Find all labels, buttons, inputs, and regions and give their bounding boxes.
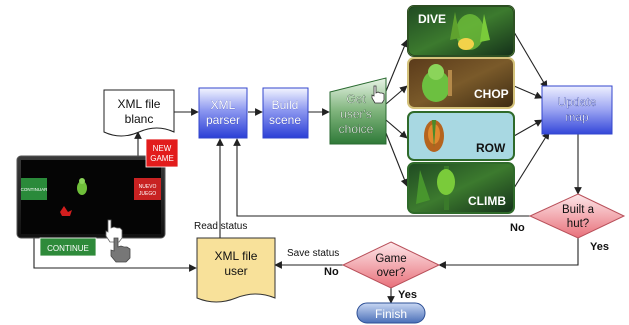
- update-map-line1: Update: [558, 95, 597, 109]
- node-game-over: Game over?: [341, 241, 441, 289]
- edge-climb-to-update: [513, 131, 550, 189]
- xml-parser-line2: parser: [206, 113, 240, 127]
- game-character-icon: [77, 178, 87, 195]
- row-label: ROW: [476, 141, 506, 155]
- built-hut-line1: Built a: [562, 204, 595, 216]
- action-tile-chop: CHOP: [407, 57, 515, 109]
- edge-choice-to-chop: [385, 85, 408, 105]
- edge-choice-to-dive: [383, 39, 408, 97]
- edges: [33, 31, 582, 304]
- hand-cursor-icon: [371, 85, 385, 104]
- label-hut-yes: Yes: [590, 241, 609, 253]
- get-choice-line1: Get: [346, 92, 366, 106]
- build-scene-line2: scene: [269, 113, 301, 127]
- dive-character-icon: [450, 12, 490, 50]
- label-read-status: Read status: [194, 221, 247, 232]
- label-save-status: Save status: [287, 248, 339, 259]
- action-tile-row: ROW: [407, 111, 515, 161]
- action-tile-climb: CLIMB: [407, 162, 515, 214]
- edge-choice-to-climb: [383, 127, 409, 187]
- finish-label: Finish: [375, 307, 407, 321]
- edge-hut-yes-to-gameover: [438, 238, 579, 269]
- climb-label: CLIMB: [468, 194, 506, 208]
- climb-character-icon: [416, 166, 455, 210]
- node-xml-file-blanc: XML file blanc: [103, 89, 175, 137]
- action-tile-dive: DIVE: [407, 5, 515, 57]
- screen-hand-cursor-icon: [105, 219, 123, 243]
- game-over-line1: Game: [375, 253, 406, 265]
- continue-label: CONTINUE: [47, 244, 89, 253]
- new-game-button[interactable]: NEW GAME: [145, 138, 179, 168]
- new-game-line1: NEW: [153, 144, 172, 153]
- edge-chop-to-update: [513, 85, 543, 99]
- built-hut-line2: hut?: [567, 218, 589, 230]
- label-over-no: No: [324, 266, 339, 278]
- xml-file-blanc-line1: XML file: [118, 97, 161, 111]
- nuevo-label-line1: NUEVO: [139, 184, 157, 190]
- continue-button[interactable]: CONTINUE: [39, 237, 97, 257]
- node-built-a-hut: Built a hut?: [528, 193, 626, 239]
- build-scene-line1: Build: [272, 98, 299, 112]
- continue-hand-icon: [110, 237, 131, 263]
- chop-label: CHOP: [474, 87, 509, 101]
- xml-file-user-line2: user: [224, 264, 247, 278]
- node-xml-file-user: XML file user: [196, 237, 276, 303]
- get-choice-line3: choice: [339, 122, 374, 136]
- label-over-yes: Yes: [398, 289, 417, 301]
- dive-label: DIVE: [418, 12, 446, 26]
- edge-row-to-update: [513, 119, 543, 137]
- red-item-icon: [60, 206, 72, 216]
- xml-parser-line1: XML: [211, 98, 236, 112]
- node-build-scene: Build scene: [262, 87, 309, 139]
- nuevo-label-line2: JUEGO: [139, 191, 156, 197]
- new-game-line2: GAME: [150, 154, 174, 163]
- edge-hut-no-to-parser: [233, 138, 530, 217]
- node-update-map: Update map: [541, 85, 613, 135]
- edge-game-to-user: [33, 238, 197, 272]
- node-get-users-choice: Get user's choice: [329, 77, 387, 145]
- continuar-label: CONTINUAR: [21, 187, 48, 192]
- update-map-line2: map: [565, 110, 589, 124]
- game-screen-thumbnail: CONTINUAR NUEVO JUEGO: [16, 155, 166, 243]
- node-finish: Finish: [356, 302, 426, 324]
- edge-dive-to-update: [513, 31, 548, 89]
- edge-choice-to-row: [385, 119, 408, 139]
- get-choice-line2: user's: [340, 107, 372, 121]
- continuar-button[interactable]: CONTINUAR: [21, 178, 48, 200]
- game-over-line2: over?: [377, 267, 406, 279]
- row-character-icon: [424, 120, 444, 152]
- nuevo-juego-button[interactable]: NUEVO JUEGO: [134, 178, 161, 200]
- xml-file-user-line1: XML file: [215, 249, 258, 263]
- chop-character-icon: [422, 64, 452, 102]
- node-xml-parser: XML parser: [198, 87, 248, 139]
- label-hut-no: No: [510, 222, 525, 234]
- xml-file-blanc-line2: blanc: [125, 112, 154, 126]
